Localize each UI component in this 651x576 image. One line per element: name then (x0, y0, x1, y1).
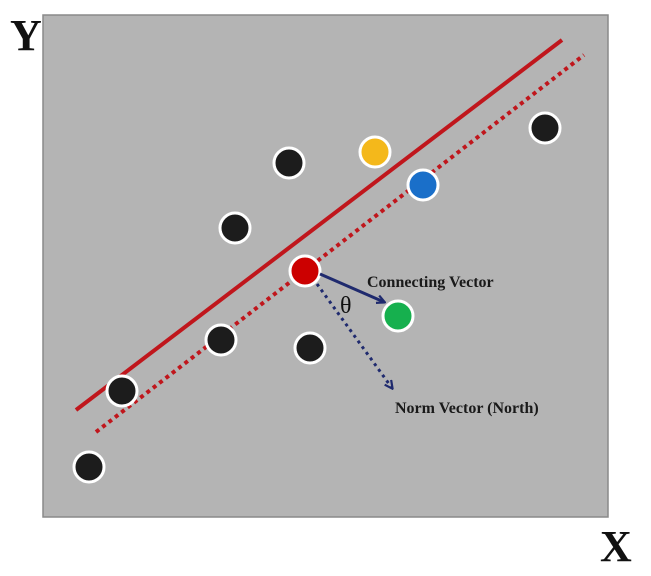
norm-vector-arrow (315, 283, 392, 388)
norm-vector-label: Norm Vector (North) (395, 400, 539, 417)
plot-area (42, 14, 609, 518)
data-point-green (381, 299, 415, 333)
y-axis-label: Y (10, 11, 42, 60)
data-point (218, 211, 252, 245)
data-point (72, 450, 106, 484)
data-point (105, 374, 139, 408)
x-axis-label: X (600, 522, 632, 571)
data-point (528, 111, 562, 145)
data-point (293, 331, 327, 365)
data-point-blue (406, 168, 440, 202)
connecting-vector-label: Connecting Vector (367, 274, 494, 291)
theta-label: θ (340, 293, 352, 319)
connecting-vector-arrow (319, 272, 384, 302)
data-point (272, 146, 306, 180)
data-point (204, 323, 238, 357)
data-point-yellow (358, 135, 392, 169)
fitted-line-solid (74, 38, 564, 412)
data-point-red-origin (288, 254, 322, 288)
fitted-line-dotted (94, 53, 586, 434)
